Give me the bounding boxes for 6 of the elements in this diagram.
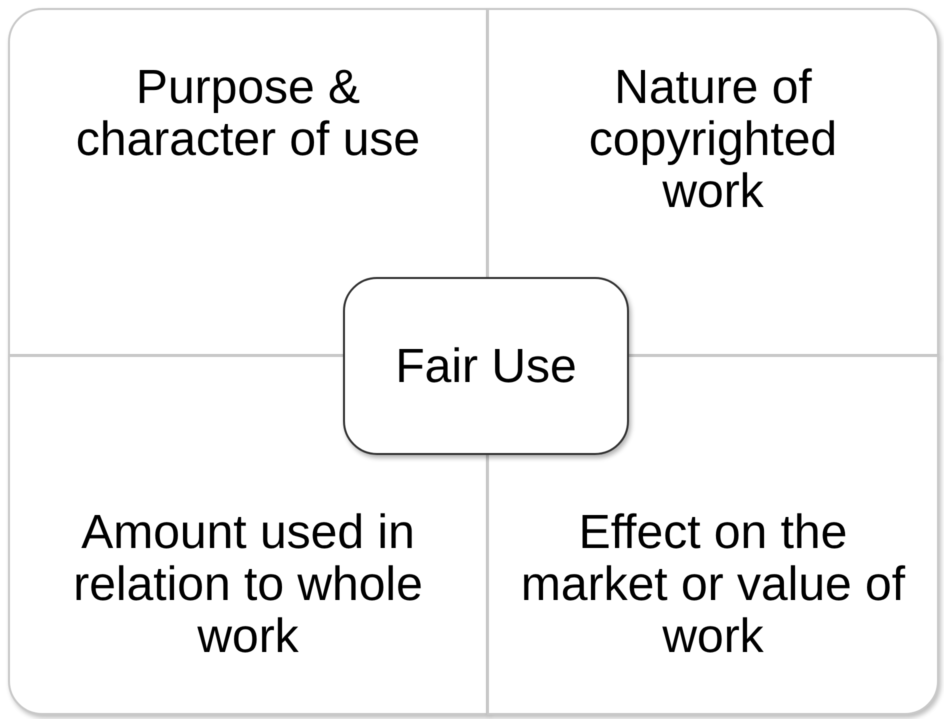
center-box [343, 277, 629, 455]
quadrant-label: Amount used in relation to whole work [72, 507, 424, 663]
quadrant-label: Effect on the market or value of work [520, 507, 906, 663]
center-label: Fair Use [395, 338, 577, 394]
quadrant-label: Purpose & character of use [74, 62, 422, 166]
quadrant-label: Nature of copyrighted work [588, 62, 838, 218]
